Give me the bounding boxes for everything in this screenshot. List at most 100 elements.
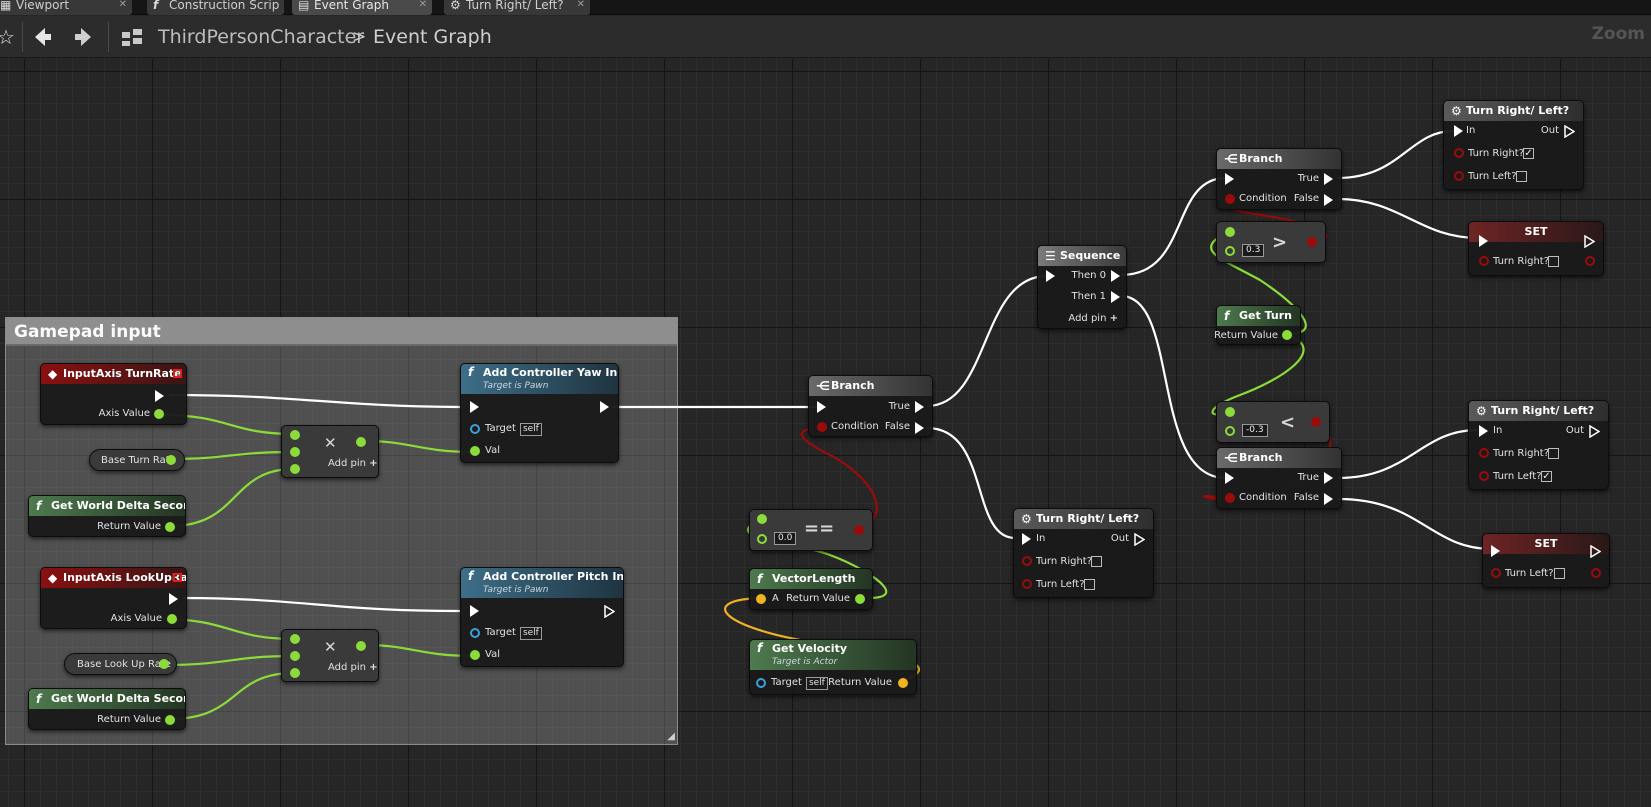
output-pin[interactable] [1585, 256, 1595, 266]
input-pin-b[interactable] [757, 534, 767, 544]
turn-right-checkbox[interactable]: ✓ [1523, 148, 1534, 159]
node-turn-right-left-macro-mid[interactable]: ⚙ Turn Right/ Left? In Out Turn Right? T… [1468, 400, 1609, 490]
exec-out-pin[interactable] [1589, 425, 1600, 438]
add-pin-button[interactable]: Add pin + [328, 662, 378, 673]
axis-value-pin[interactable] [167, 614, 177, 624]
return-value-pin[interactable] [898, 678, 908, 688]
condition-pin[interactable] [1225, 194, 1235, 204]
breadcrumb-root[interactable]: ThirdPersonCharacter [158, 26, 365, 48]
node-set-turn-right[interactable]: SET Turn Right? [1468, 221, 1604, 276]
back-arrow-icon[interactable] [30, 23, 54, 51]
close-icon[interactable]: ✕ [576, 0, 585, 10]
exec-out-pin[interactable] [600, 401, 609, 413]
input-pin-c[interactable] [290, 464, 300, 474]
exec-out-pin[interactable] [1134, 533, 1145, 546]
condition-pin[interactable] [1225, 493, 1235, 503]
node-turn-right-left-macro-top[interactable]: ⚙ Turn Right/ Left? In Out Turn Right? ✓… [1443, 100, 1584, 190]
value-pin[interactable] [159, 659, 169, 669]
output-pin[interactable] [1307, 237, 1317, 247]
exec-out-pin[interactable] [1564, 125, 1575, 138]
turn-right-pin[interactable] [1479, 256, 1489, 266]
turn-right-checkbox[interactable] [1548, 448, 1559, 459]
false-exec-pin[interactable] [1324, 493, 1333, 505]
exec-out-pin[interactable] [1590, 545, 1601, 558]
exec-in-pin[interactable] [470, 605, 479, 617]
close-icon[interactable]: ✕ [118, 0, 127, 10]
output-pin[interactable] [356, 641, 366, 651]
turn-right-checkbox[interactable] [1091, 556, 1102, 567]
node-inputaxis-turnrate[interactable]: ◆ InputAxis TurnRate Axis Value [40, 363, 187, 425]
return-value-pin[interactable] [1282, 330, 1292, 340]
a-pin[interactable] [756, 594, 766, 604]
exec-in-pin[interactable] [817, 401, 826, 413]
turn-left-checkbox[interactable] [1516, 171, 1527, 182]
input-pin-b[interactable] [290, 651, 300, 661]
breadcrumb-current[interactable]: Event Graph [373, 26, 492, 48]
favorite-star-icon[interactable]: ☆ [0, 25, 15, 49]
false-exec-pin[interactable] [1324, 194, 1333, 206]
input-pin-a[interactable] [290, 634, 300, 644]
exec-out-pin[interactable] [1584, 235, 1595, 248]
value-pin[interactable] [166, 455, 176, 465]
exec-in-pin[interactable] [1046, 270, 1055, 282]
compare-value-field[interactable]: -0.3 [1242, 424, 1268, 437]
return-value-pin[interactable] [165, 715, 175, 725]
node-greater-than[interactable]: 0.3 > [1216, 221, 1326, 263]
node-base-turn-rate[interactable]: Base Turn Rate [89, 449, 185, 471]
exec-in-pin[interactable] [1454, 125, 1463, 137]
exec-in-pin[interactable] [1479, 235, 1488, 247]
target-pin[interactable] [470, 424, 480, 434]
node-vector-length[interactable]: f VectorLength A Return Value [749, 568, 873, 610]
val-pin[interactable] [470, 446, 480, 456]
target-pin[interactable] [756, 678, 766, 688]
return-value-pin[interactable] [165, 522, 175, 532]
turn-left-checkbox[interactable]: ✓ [1541, 471, 1552, 482]
output-pin[interactable] [1311, 417, 1321, 427]
node-get-turn[interactable]: f Get Turn Return Value [1214, 305, 1301, 345]
node-equals[interactable]: 0.0 == [749, 509, 873, 551]
turn-right-pin[interactable] [1022, 556, 1032, 566]
true-exec-pin[interactable] [915, 401, 924, 413]
node-multiply[interactable]: ✕ Add pin + [281, 629, 379, 682]
exec-out-pin[interactable] [604, 605, 615, 618]
add-pin-button[interactable]: Add pin + [328, 458, 378, 469]
tab-event-graph[interactable]: ▤ Event Graph ✕ [292, 0, 432, 15]
tab-viewport[interactable]: ▦ Viewport ✕ [0, 0, 132, 15]
tab-turn-right-left[interactable]: ⚙ Turn Right/ Left? ✕ [444, 0, 590, 15]
node-base-look-up-rate[interactable]: Base Look Up Rate [64, 653, 177, 675]
turn-left-pin[interactable] [1479, 471, 1489, 481]
turn-left-pin[interactable] [1454, 171, 1464, 181]
exec-in-pin[interactable] [1479, 425, 1488, 437]
turn-left-checkbox[interactable] [1084, 579, 1095, 590]
add-pin-button[interactable]: Add pin + [1068, 313, 1118, 324]
return-value-pin[interactable] [855, 594, 865, 604]
node-set-turn-left[interactable]: SET Turn Left? [1482, 533, 1610, 588]
compare-value-field[interactable]: 0.0 [774, 532, 797, 545]
comment-title[interactable]: Gamepad input [6, 318, 677, 346]
compare-value-field[interactable]: 0.3 [1242, 244, 1265, 257]
turn-left-pin[interactable] [1022, 579, 1032, 589]
input-pin-b[interactable] [1225, 426, 1235, 436]
target-pin[interactable] [470, 628, 480, 638]
then1-exec-pin[interactable] [1111, 291, 1120, 303]
turn-left-pin[interactable] [1491, 568, 1501, 578]
condition-pin[interactable] [817, 422, 827, 432]
turn-right-checkbox[interactable] [1548, 256, 1559, 267]
node-turn-right-left-macro[interactable]: ⚙ Turn Right/ Left? In Out Turn Right? T… [1013, 508, 1154, 598]
delegate-pin[interactable] [173, 573, 182, 582]
input-pin-a[interactable] [757, 514, 767, 524]
val-pin[interactable] [470, 650, 480, 660]
node-branch-top[interactable]: ⋲ Branch True Condition False [1216, 148, 1342, 210]
node-get-world-delta-seconds[interactable]: f Get World Delta Seconds Return Value [28, 688, 186, 730]
resize-grip-icon[interactable]: ◢ [667, 731, 675, 742]
axis-value-pin[interactable] [154, 409, 164, 419]
node-add-controller-pitch-input[interactable]: f Add Controller Pitch Input Target is P… [460, 567, 624, 667]
node-get-world-delta-seconds[interactable]: f Get World Delta Seconds Return Value [28, 495, 186, 537]
exec-in-pin[interactable] [1022, 533, 1031, 545]
output-pin[interactable] [356, 437, 366, 447]
input-pin-b[interactable] [1225, 246, 1235, 256]
exec-in-pin[interactable] [1225, 472, 1234, 484]
turn-right-pin[interactable] [1454, 148, 1464, 158]
